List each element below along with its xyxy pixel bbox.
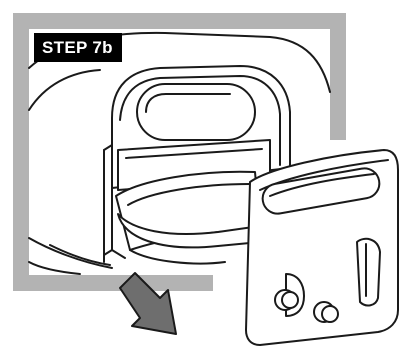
panel-handle-slot bbox=[137, 84, 255, 140]
lever-icon bbox=[357, 239, 380, 306]
frame-right bbox=[330, 13, 346, 140]
step-badge: STEP 7b bbox=[34, 33, 122, 62]
tray-front-cap bbox=[246, 150, 398, 345]
drip-tray bbox=[116, 172, 260, 264]
frame-bottom bbox=[13, 275, 213, 291]
frame-left bbox=[13, 13, 29, 291]
frame-top bbox=[13, 13, 346, 29]
